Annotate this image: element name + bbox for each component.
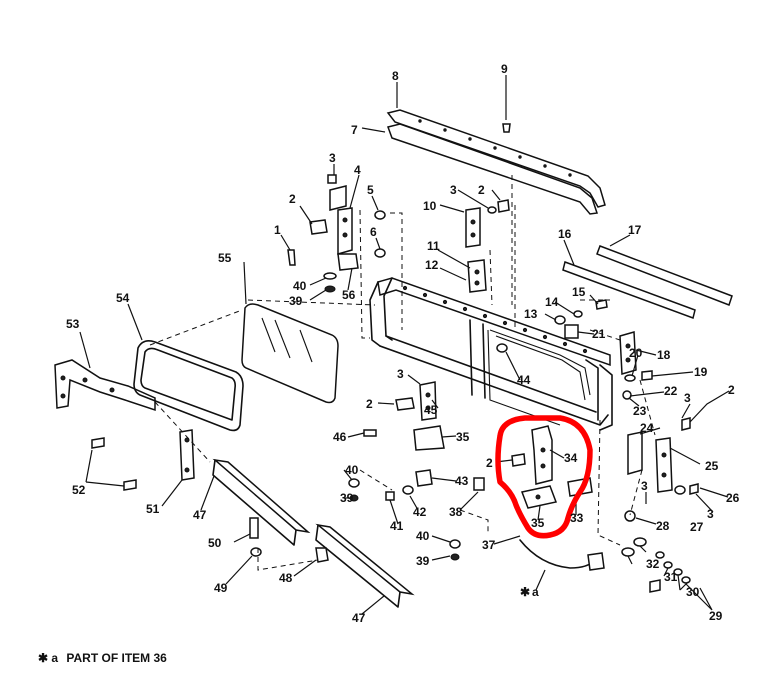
frame-holes bbox=[402, 285, 588, 354]
callout-2c: 2 bbox=[728, 383, 735, 397]
callout-42: 42 bbox=[413, 505, 427, 519]
callout-26: 26 bbox=[726, 491, 740, 505]
left-hinge-group bbox=[287, 174, 386, 293]
top-rail-assembly bbox=[386, 109, 606, 215]
callout-55: 55 bbox=[218, 251, 232, 265]
callout-18: 18 bbox=[657, 348, 671, 362]
callout-20: 20 bbox=[629, 346, 643, 360]
callout-5: 5 bbox=[367, 183, 374, 197]
footnote: ✱ a PART OF ITEM 36 bbox=[38, 651, 172, 665]
callout-35a: 35 bbox=[456, 430, 470, 444]
callout-11: 11 bbox=[427, 239, 440, 253]
callout-51: 51 bbox=[146, 502, 160, 516]
callout-15: 15 bbox=[572, 285, 586, 299]
callout-asterisk: ✱ bbox=[520, 585, 530, 599]
bracket-53 bbox=[54, 359, 156, 412]
callout-6: 6 bbox=[370, 225, 377, 239]
centre-hinge-group bbox=[465, 199, 510, 293]
callout-3c: 3 bbox=[684, 391, 691, 405]
channel-47-lower bbox=[315, 523, 415, 596]
callout-13: 13 bbox=[524, 307, 538, 321]
right-hardware-group bbox=[554, 299, 699, 593]
callout-31: 31 bbox=[664, 570, 678, 584]
rail-rivet-holes bbox=[418, 119, 572, 177]
callout-25: 25 bbox=[705, 459, 719, 473]
callout-56: 56 bbox=[342, 288, 356, 302]
strap-51 bbox=[179, 429, 195, 481]
callout-40: 40 bbox=[293, 279, 307, 293]
callout-53: 53 bbox=[66, 317, 80, 331]
callout-47b: 47 bbox=[352, 611, 366, 625]
callout-10: 10 bbox=[423, 199, 437, 213]
footnote-marker: ✱ a bbox=[38, 651, 59, 665]
callout-12: 12 bbox=[425, 258, 439, 272]
cable-37 bbox=[519, 539, 596, 569]
callout-30: 30 bbox=[686, 585, 700, 599]
callout-2: 2 bbox=[289, 192, 296, 206]
callout-3b: 3 bbox=[450, 183, 457, 197]
callout-1: 1 bbox=[274, 223, 281, 237]
callout-27: 27 bbox=[690, 520, 704, 534]
callout-3e: 3 bbox=[707, 507, 714, 521]
callout-19: 19 bbox=[694, 365, 708, 379]
callout-32: 32 bbox=[646, 557, 660, 571]
callout-17: 17 bbox=[628, 223, 642, 237]
callout-7: 7 bbox=[351, 123, 358, 137]
callout-2e: 2 bbox=[486, 456, 493, 470]
callout-37: 37 bbox=[482, 538, 496, 552]
callout-23: 23 bbox=[633, 404, 647, 418]
callout-8: 8 bbox=[392, 69, 399, 83]
callout-3f: 3 bbox=[397, 367, 404, 381]
callout-a: a bbox=[532, 585, 539, 599]
lower-left-group bbox=[91, 429, 415, 608]
leader-lines bbox=[79, 75, 730, 615]
channel-47-upper bbox=[212, 458, 311, 534]
callout-40b: 40 bbox=[345, 463, 359, 477]
callout-34: 34 bbox=[564, 451, 578, 465]
callout-38: 38 bbox=[449, 505, 463, 519]
callout-41: 41 bbox=[390, 519, 404, 533]
callout-54: 54 bbox=[116, 291, 130, 305]
window-seal-54 bbox=[133, 340, 244, 432]
callout-14: 14 bbox=[545, 295, 559, 309]
strip-16 bbox=[562, 261, 696, 319]
callout-3: 3 bbox=[329, 151, 336, 165]
callout-24: 24 bbox=[640, 421, 654, 435]
footnote-text: PART OF ITEM 36 bbox=[66, 651, 167, 665]
callout-48: 48 bbox=[279, 571, 293, 585]
callout-39c: 39 bbox=[416, 554, 430, 568]
assembly-lines bbox=[149, 175, 656, 571]
callout-21: 21 bbox=[592, 327, 606, 341]
callout-43: 43 bbox=[455, 474, 469, 488]
callout-50: 50 bbox=[208, 536, 222, 550]
callout-9: 9 bbox=[501, 62, 508, 76]
callout-40c: 40 bbox=[416, 529, 430, 543]
callout-47a: 47 bbox=[193, 508, 207, 522]
callout-49: 49 bbox=[214, 581, 228, 595]
callout-33: 33 bbox=[570, 511, 584, 525]
callout-4: 4 bbox=[354, 163, 361, 177]
latch-34 bbox=[531, 425, 553, 485]
callout-52: 52 bbox=[72, 483, 86, 497]
callout-2b: 2 bbox=[478, 183, 485, 197]
callout-3d: 3 bbox=[641, 479, 648, 493]
callout-39b: 39 bbox=[340, 491, 354, 505]
callout-28: 28 bbox=[656, 519, 670, 533]
screw-9 bbox=[502, 123, 511, 133]
callout-29: 29 bbox=[709, 609, 723, 623]
callout-46: 46 bbox=[333, 430, 347, 444]
callout-2d: 2 bbox=[366, 397, 373, 411]
callout-35b: 35 bbox=[531, 516, 545, 530]
highlight-outline bbox=[495, 415, 593, 539]
callout-45: 45 bbox=[424, 403, 438, 417]
callout-16: 16 bbox=[558, 227, 572, 241]
callout-44: 44 bbox=[517, 373, 531, 387]
window-glass-55 bbox=[241, 303, 339, 404]
callout-labels: 8 9 7 3 4 2 5 6 1 56 40 39 10 3 2 11 12 … bbox=[66, 62, 740, 625]
strip-17 bbox=[596, 245, 733, 306]
callout-22: 22 bbox=[664, 384, 678, 398]
callout-39: 39 bbox=[289, 294, 303, 308]
main-door-frame bbox=[369, 277, 613, 431]
